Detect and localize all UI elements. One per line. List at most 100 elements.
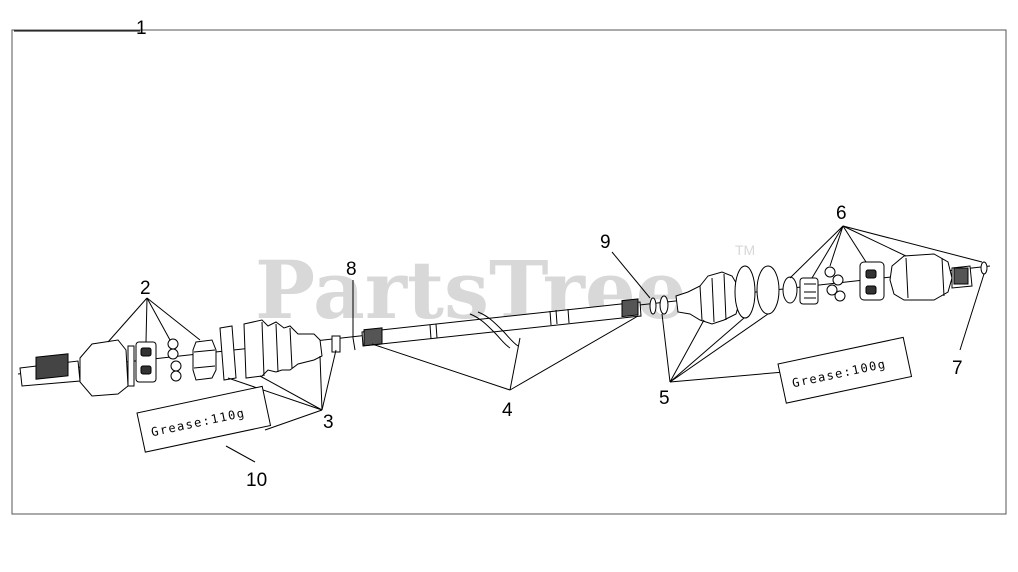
leader-4 (371, 343, 511, 391)
ball (834, 290, 846, 302)
boot-clamp-large-right (734, 265, 756, 319)
shaft-groove (567, 308, 570, 324)
left-bearing-cage[interactable] (135, 341, 157, 383)
circlip-9[interactable] (649, 297, 657, 315)
callout-8[interactable]: 8 (346, 259, 357, 280)
outer-race-line (905, 257, 909, 299)
boot-clamp-small-right (659, 295, 669, 315)
leader-9 (611, 251, 651, 299)
grease-box-left (136, 385, 272, 453)
right-bearing-cage[interactable] (859, 261, 885, 301)
leader-5 (669, 313, 769, 383)
cage-window-top (140, 347, 152, 357)
callout-5[interactable]: 5 (659, 388, 670, 409)
grease-box-right (777, 336, 913, 404)
callout-6[interactable]: 6 (836, 203, 847, 224)
right-inner-race[interactable] (799, 277, 819, 305)
leader-10 (225, 445, 256, 463)
ball (832, 274, 844, 286)
leader-5 (669, 317, 745, 383)
boot-fold (261, 321, 265, 377)
leader-6 (789, 225, 844, 279)
left-outer-race (79, 339, 129, 397)
right-balls[interactable] (824, 266, 846, 302)
boot-fold (711, 277, 715, 323)
left-cv-joint[interactable] (19, 339, 135, 397)
grease-label-right: Grease:100g (777, 336, 913, 404)
right-boot-kit[interactable] (659, 265, 798, 325)
circlip-7[interactable] (980, 261, 988, 275)
callout-7[interactable]: 7 (952, 358, 963, 379)
inner-race-line (193, 349, 216, 353)
leader-7 (959, 273, 985, 351)
leader-3 (321, 349, 337, 411)
leader-2 (107, 297, 148, 343)
boot-fold (275, 323, 279, 373)
leader-3 (227, 377, 323, 411)
callout-2[interactable]: 2 (140, 278, 151, 299)
ball (824, 266, 836, 278)
leader-3 (319, 355, 323, 411)
leader-2 (146, 297, 201, 341)
leader-6 (811, 225, 844, 279)
left-balls[interactable] (167, 338, 182, 382)
shaft-groove (549, 310, 552, 326)
inner-race-body (192, 339, 217, 381)
shaft-spline-left (363, 327, 383, 347)
boot-fold (289, 327, 293, 369)
cage-window-bottom (865, 285, 877, 295)
outer-race-spline (953, 267, 969, 285)
leader-2 (145, 297, 148, 343)
boot-ring-small-right (782, 276, 798, 304)
ball (167, 338, 179, 350)
callout-9[interactable]: 9 (600, 232, 611, 253)
outer-race-line (941, 257, 945, 297)
shaft-groove (435, 323, 438, 339)
leader-4 (509, 337, 521, 391)
boot-clamp-large (219, 325, 237, 381)
shaft-groove (429, 324, 432, 340)
callout-10[interactable]: 10 (246, 470, 267, 491)
boot-ring-right (756, 265, 780, 315)
callout-3[interactable]: 3 (323, 412, 334, 433)
leader-2 (146, 297, 171, 341)
leader-6 (842, 225, 867, 263)
left-inner-race[interactable] (192, 339, 217, 381)
trademark-text: TM (735, 242, 755, 258)
leader-lines (14, 30, 985, 463)
leader-5 (661, 313, 671, 383)
shaft-body (361, 301, 642, 347)
shaft-groove (555, 309, 558, 325)
diagram-frame (11, 29, 1007, 515)
leader-5 (669, 319, 705, 383)
shaft-break-mark (469, 313, 511, 349)
leader-6 (829, 225, 844, 267)
right-outer-race[interactable] (889, 253, 973, 301)
left-race-ring (127, 345, 135, 387)
leader-5 (669, 371, 785, 383)
leader-6 (842, 225, 983, 263)
grease-label-left: Grease:110g (136, 385, 272, 453)
left-spline (35, 353, 69, 380)
cage-window-bottom (140, 365, 152, 375)
boot-clamp-small (331, 335, 341, 353)
leader-4 (509, 315, 639, 391)
axle-shaft[interactable] (361, 298, 642, 349)
circlip-8[interactable] (352, 337, 356, 351)
outer-race-body-right (889, 253, 953, 301)
boot-fold (723, 273, 727, 321)
shaft-break-mark (477, 311, 519, 347)
leader-3 (259, 375, 323, 411)
left-boot-kit[interactable] (219, 319, 341, 381)
ball (170, 360, 182, 372)
callout-1[interactable]: 1 (136, 18, 147, 39)
callout-4[interactable]: 4 (502, 400, 513, 421)
inner-race-right (799, 277, 819, 305)
leader-6 (842, 225, 907, 257)
ball (170, 370, 182, 382)
ball (826, 284, 838, 296)
shaft-spline-right (621, 298, 639, 318)
boot-fold (699, 285, 703, 321)
